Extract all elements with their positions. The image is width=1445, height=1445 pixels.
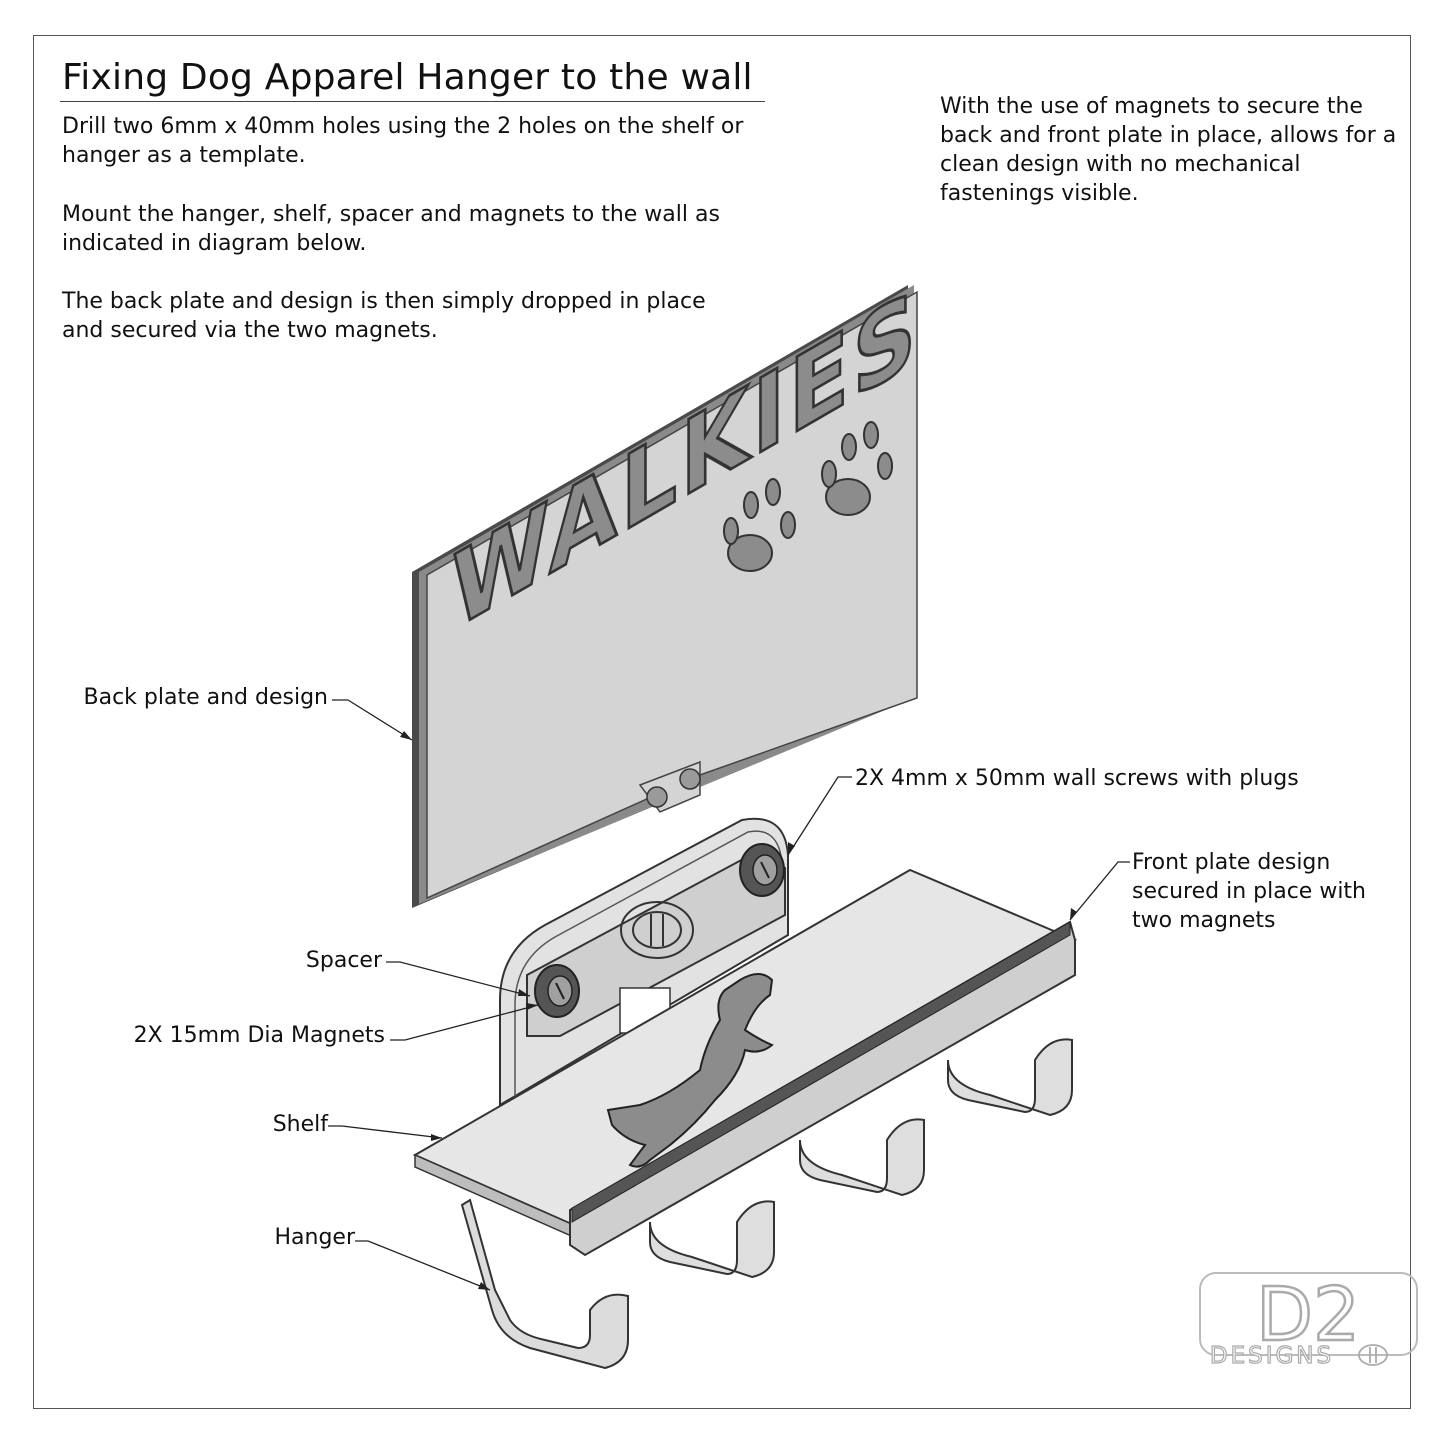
paw-print-icon [723,478,796,572]
leader-lines [328,699,1130,1291]
callout-spacer: Spacer [305,948,382,973]
callout-front-plate: Front plate design secured in place with… [1132,850,1366,933]
hanger-hooks [649,1038,1073,1279]
instruction-mount: Mount the hanger, shelf, spacer and magn… [62,202,720,256]
hanger-front-arm [460,1198,629,1370]
dog-silhouette-icon [606,973,774,1168]
callout-hanger: Hanger [274,1225,355,1250]
logo-word-text: DESIGNS [1210,1343,1334,1369]
callout-shelf: Shelf [272,1112,328,1137]
front-plate [569,920,1076,1257]
page-title: Fixing Dog Apparel Hanger to the wall [62,57,753,98]
magnet-side-note: With the use of magnets to secure the ba… [940,94,1397,206]
logo-mark-text: D2 [1256,1272,1360,1358]
drawing-border [33,35,1411,1409]
callout-back-plate: Back plate and design [83,685,328,710]
instruction-drill: Drill two 6mm x 40mm holes using the 2 h… [62,114,744,168]
instruction-backplate: The back plate and design is then simply… [62,289,706,343]
title-underline [60,101,765,102]
d2-designs-logo: D2 DESIGNS [1199,1271,1418,1370]
back-plate: WALKIES [412,265,921,908]
spacer-logo-icon [620,901,694,959]
magnet-right [739,843,785,897]
callout-magnets: 2X 15mm Dia Magnets [133,1023,385,1048]
callout-wall-screws: 2X 4mm x 50mm wall screws with plugs [855,766,1299,791]
leader-arrowheads [400,731,1077,1290]
logo-emblem-icon [1358,1344,1388,1366]
magnet-left [534,964,580,1018]
paw-print-icon [821,421,893,516]
